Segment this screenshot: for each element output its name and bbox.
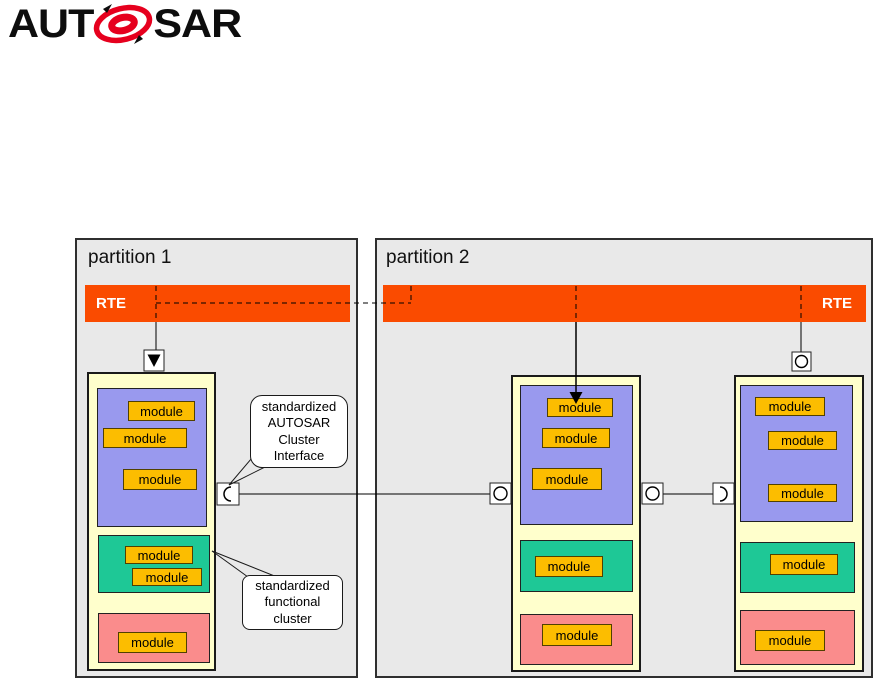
- module-box: module: [755, 397, 825, 416]
- module-box: module: [125, 546, 193, 564]
- module-box: module: [118, 632, 187, 653]
- module-box: module: [128, 401, 195, 421]
- module-box: module: [123, 469, 197, 490]
- module-box: module: [542, 624, 612, 646]
- module-box: module: [755, 630, 825, 651]
- callout-functional-cluster: standardized functional cluster: [242, 575, 343, 630]
- partition-2-title: partition 2: [386, 247, 470, 268]
- autosar-logo-o-icon: [94, 4, 153, 44]
- rte-label-2: RTE: [822, 295, 852, 312]
- module-box: module: [768, 431, 837, 450]
- module-box: module: [547, 398, 613, 417]
- autosar-logo: AUT SAR: [8, 1, 242, 47]
- module-box: module: [132, 568, 202, 586]
- callout-functional-cluster-text: standardized functional cluster: [255, 577, 330, 626]
- cluster2-pink-group: [520, 614, 633, 665]
- logo-text-sar: SAR: [153, 1, 242, 47]
- callout-cluster-interface-text: standardized AUTOSAR Cluster Interface: [261, 398, 337, 464]
- module-box: module: [768, 484, 837, 502]
- module-box: module: [542, 428, 610, 448]
- rte-bar-2: RTE: [383, 285, 866, 322]
- rte-label-1: RTE: [96, 295, 126, 312]
- module-box: module: [535, 556, 603, 577]
- partition-1-title: partition 1: [88, 247, 172, 268]
- logo-text-aut: AUT: [8, 1, 94, 47]
- rte-bar-1: RTE: [85, 285, 350, 322]
- module-box: module: [103, 428, 187, 448]
- module-box: module: [532, 468, 602, 490]
- module-box: module: [770, 554, 838, 575]
- callout-cluster-interface: standardized AUTOSAR Cluster Interface: [250, 395, 348, 468]
